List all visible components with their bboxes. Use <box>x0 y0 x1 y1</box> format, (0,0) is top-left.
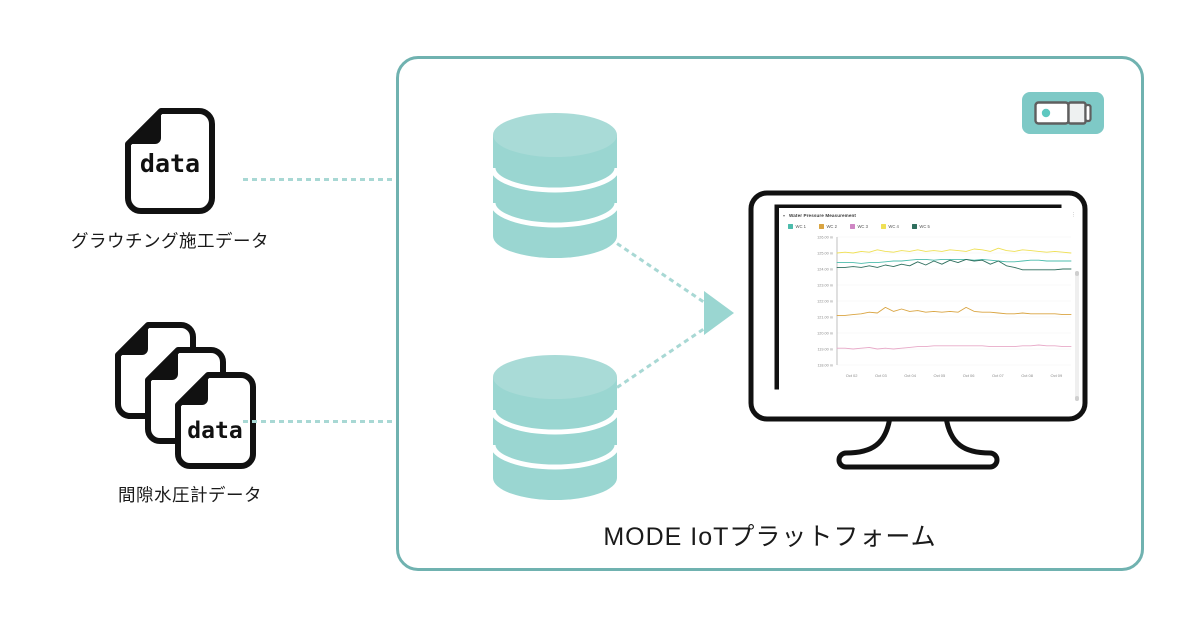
y-axis-tick-label: 125.00 m <box>817 251 833 255</box>
x-axis-tick-label: Oct 03 <box>875 373 888 378</box>
platform-title: MODE IoTプラットフォーム <box>603 523 937 551</box>
sensor-device-icon <box>1034 101 1092 125</box>
x-axis-tick-label: Oct 05 <box>933 373 946 378</box>
series-line-wc-3 <box>836 344 1072 350</box>
database-cylinder-grouting <box>489 113 621 263</box>
series-line-wc-1 <box>836 258 1072 264</box>
legend-swatch-icon <box>788 224 793 229</box>
connector-piezometer-to-db <box>243 420 455 423</box>
y-axis-tick-label: 121.00 m <box>817 315 833 319</box>
x-axis-tick-label: Oct 07 <box>992 373 1005 378</box>
legend-label: WC 5 <box>919 224 930 229</box>
kebab-menu-icon[interactable]: ⋮ <box>1071 212 1076 218</box>
source-label-grouting: グラウチング施工データ <box>71 231 269 251</box>
database-cylinder-piezometer <box>489 355 621 505</box>
sensor-device-badge <box>1022 92 1104 134</box>
legend-swatch-icon <box>880 224 886 229</box>
legend-item-wc-1[interactable]: WC 1 <box>788 224 806 229</box>
scrollbar-knob-top[interactable] <box>1075 271 1079 276</box>
source-label-piezometer: 間隙水圧計データ <box>118 485 262 505</box>
database-cylinder-icon <box>490 355 620 500</box>
source-grouting: data グラウチング施工データ <box>40 108 300 253</box>
chart-title: Water Pressure Measurement <box>789 213 857 218</box>
legend-label: WC 3 <box>857 224 868 229</box>
connector-grouting-to-db <box>243 178 455 181</box>
y-axis-tick-label: 120.00 m <box>817 331 833 335</box>
database-cylinder-icon <box>490 113 620 258</box>
line-chart-svg: 126.00 m 125.00 m 124.00 m 123.00 m 122.00 m… <box>817 235 1072 378</box>
y-axis-tick-label: 118.00 m <box>817 363 833 367</box>
caret-icon[interactable]: ▾ <box>783 212 786 218</box>
legend-item-wc-2[interactable]: WC 2 <box>818 224 837 229</box>
legend-item-wc-5[interactable]: WC 5 <box>911 224 930 229</box>
documents-stack-icon: data <box>115 322 256 469</box>
legend-swatch-icon <box>911 224 917 229</box>
chart-scrollbar[interactable] <box>1075 271 1079 401</box>
legend-label: WC 2 <box>826 224 837 229</box>
y-axis-tick-label: 119.00 m <box>817 347 833 351</box>
y-axis-tick-label: 126.00 m <box>817 235 833 239</box>
x-axis-tick-label: Oct 06 <box>963 373 976 378</box>
legend-label: WC 1 <box>795 224 806 229</box>
legend-swatch-icon <box>818 224 824 229</box>
source-piezometer: data 間隙水圧計データ <box>40 322 340 507</box>
x-axis-tick-label: Oct 02 <box>846 373 859 378</box>
document-text: data <box>187 418 242 444</box>
document-icon: data <box>125 108 215 214</box>
scrollbar-knob-bottom[interactable] <box>1075 396 1079 401</box>
document-text: data <box>140 149 200 178</box>
arrow-head-to-monitor <box>704 291 734 335</box>
y-axis-tick-label: 122.00 m <box>817 299 833 303</box>
series-line-wc-2 <box>836 306 1072 316</box>
series-line-wc-4 <box>836 247 1072 254</box>
documents-stack-icon-wrap: data <box>40 322 340 470</box>
x-axis-tick-label: Oct 09 <box>1050 373 1063 378</box>
series-line-wc-5 <box>836 258 1072 271</box>
chart-legend: WC 1 WC 2 WC 3 WC 4 WC 5 <box>779 220 1082 231</box>
chart-plot-area: 126.00 m 125.00 m 124.00 m 123.00 m 122.00 m… <box>779 231 1082 401</box>
legend-label: WC 4 <box>888 224 899 229</box>
legend-item-wc-4[interactable]: WC 4 <box>880 224 899 229</box>
chart-header: ▾ Water Pressure Measurement ⋮ <box>779 208 1082 220</box>
x-axis-tick-label: Oct 08 <box>1021 373 1034 378</box>
y-axis-tick-label: 123.00 m <box>817 283 833 287</box>
x-axis-tick-label: Oct 04 <box>904 373 917 378</box>
legend-item-wc-3[interactable]: WC 3 <box>849 224 868 229</box>
legend-swatch-icon <box>849 224 855 229</box>
document-icon-wrap: data <box>40 108 300 214</box>
y-axis-tick-label: 124.00 m <box>817 267 833 271</box>
